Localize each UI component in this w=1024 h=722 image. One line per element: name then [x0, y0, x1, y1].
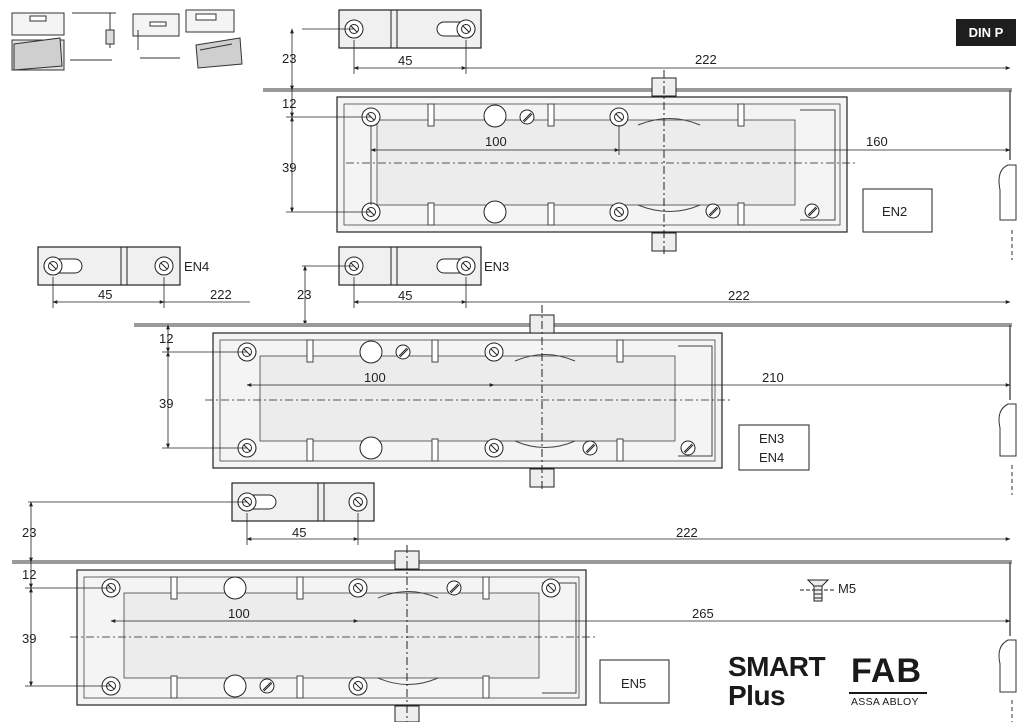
- dim-s3-height: 39: [22, 631, 36, 646]
- dim-s1-edge-offset: 12: [282, 96, 296, 111]
- thumbnail-icons: [11, 9, 243, 71]
- dim-s1-arm-offset: 160: [866, 134, 888, 149]
- dim-s2-arm-offset: 210: [762, 370, 784, 385]
- box-en4: EN4: [759, 450, 784, 465]
- box-en5: EN5: [621, 676, 646, 691]
- dim-s2-en4-edge: 222: [210, 287, 232, 302]
- fab-logo: FAB: [851, 652, 922, 690]
- section-1-drawing: 23 45 222 12 39 100 160 EN2: [263, 9, 1017, 260]
- dim-s1-hole-spacing: 100: [485, 134, 507, 149]
- dim-s3-plate-to-edge: 222: [676, 525, 698, 540]
- dim-s3-plate-spacing: 45: [292, 525, 306, 540]
- dim-s1-plate-to-edge: 222: [695, 52, 717, 67]
- label-en3-plate: EN3: [484, 259, 509, 274]
- label-m5: M5: [838, 581, 856, 596]
- m5-screw-icon: [800, 579, 836, 602]
- logo-divider: [849, 692, 927, 694]
- dim-s2-plate-side: 23: [297, 287, 311, 302]
- dim-s3-edge-offset: 12: [22, 567, 36, 582]
- dim-s2-en4-spacing: 45: [98, 287, 112, 302]
- dim-s3-plate-side: 23: [22, 525, 36, 540]
- din-p-badge: DIN P: [956, 19, 1016, 46]
- dim-s1-plate-spacing: 45: [398, 53, 412, 68]
- dim-s3-arm-offset: 265: [692, 606, 714, 621]
- brand-line2: Plus: [728, 680, 786, 711]
- brand-line1: SMART: [728, 651, 826, 682]
- box-en3: EN3: [759, 431, 784, 446]
- section-2-drawing: EN4 45 222 EN3 45 222 23: [37, 246, 1017, 495]
- dim-s2-height: 39: [159, 396, 173, 411]
- dim-s3-hole-spacing: 100: [228, 606, 250, 621]
- label-en4-plate: EN4: [184, 259, 209, 274]
- section-3-drawing: 45 222: [12, 482, 1017, 722]
- assa-abloy-logo: ASSA ABLOY: [851, 696, 919, 708]
- smart-plus-logo: SMART Plus: [728, 651, 826, 711]
- dim-s2-plate-to-edge: 222: [728, 288, 750, 303]
- dim-s2-hole-spacing: 100: [364, 370, 386, 385]
- box-en2: EN2: [882, 204, 907, 219]
- dim-s2-en3-spacing: 45: [398, 288, 412, 303]
- dim-s2-edge-offset: 12: [159, 331, 173, 346]
- dim-s1-height: 39: [282, 160, 296, 175]
- dim-s1-plate-side: 23: [282, 51, 296, 66]
